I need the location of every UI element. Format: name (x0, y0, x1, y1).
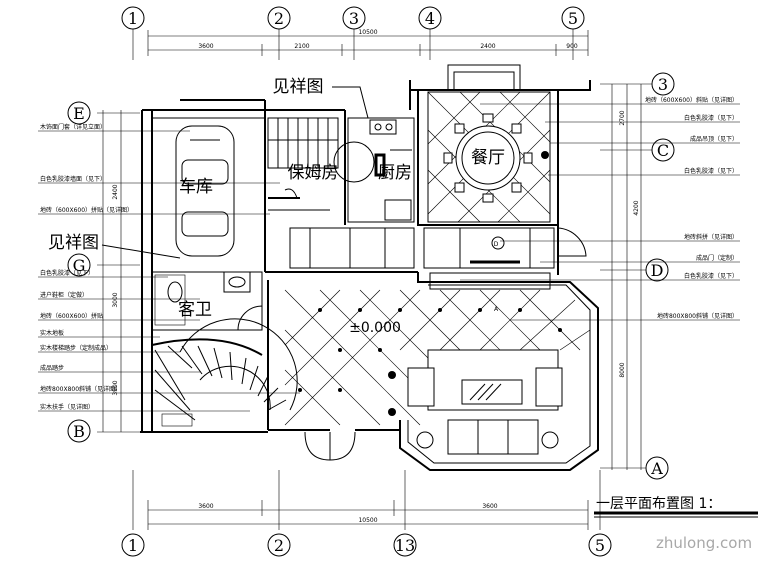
svg-text:D: D (651, 261, 664, 280)
grid-bubble-right-A: A (645, 456, 669, 480)
svg-text:1: 1 (128, 9, 138, 28)
level-mark: ±0.000 (349, 320, 401, 336)
svg-text:2700: 2700 (619, 110, 626, 125)
grid-bubble-top-3: 3 (342, 6, 366, 30)
note-left-4: 白色乳胶漆（见下） (40, 269, 94, 277)
cabinets-row (289, 227, 587, 290)
kitchen (333, 117, 415, 223)
entry-door (304, 431, 356, 461)
top-grid-lines (132, 29, 574, 60)
svg-text:A: A (650, 459, 663, 478)
note-left-2: 白色乳胶漆墙面（见下） (40, 175, 106, 183)
note-left-3: 地砖（600X600）拼贴（见详图） (40, 206, 133, 214)
exterior-walls (140, 64, 599, 471)
bottom-dimension-chain: 3600 3600 10500 (132, 470, 601, 530)
grid-bubble-left-G: G (67, 253, 91, 277)
callout-detail-left: 见祥图 (48, 233, 99, 253)
svg-text:E: E (73, 104, 85, 123)
svg-text:2: 2 (274, 9, 284, 28)
svg-text:4200: 4200 (633, 200, 640, 215)
drawing-title: 一层平面布置图 1： (596, 496, 721, 512)
svg-text:1: 1 (128, 536, 138, 555)
living-sofa-set (388, 349, 563, 455)
callout-detail-top: 见祥图 (273, 77, 324, 97)
note-left-10: 地砖800X800斜铺（见详图） (40, 385, 121, 393)
grid-bubble-right-3: 3 (651, 72, 675, 96)
svg-text:3: 3 (658, 75, 668, 94)
dim-top-2: 2100 (294, 43, 309, 50)
grid-bubble-top-1: 1 (121, 6, 145, 30)
grid-bubble-top-2: 2 (267, 6, 291, 30)
note-left-8: 实木楼梯踏步（定制成品） (40, 344, 112, 352)
svg-text:2400: 2400 (112, 184, 119, 199)
section-mark-A-upper: A (494, 306, 499, 313)
note-right-2: 白色乳胶漆（见下） (684, 114, 738, 122)
svg-text:8000: 8000 (619, 362, 626, 377)
room-label-garage: 车库 (179, 177, 213, 197)
note-left-11: 实木扶手（见详图） (40, 403, 94, 411)
grid-bubble-top-4: 4 (418, 6, 442, 30)
note-right-8: 地砖800X800斜铺（见详图） (657, 312, 738, 320)
svg-text:4: 4 (425, 9, 435, 28)
note-left-9: 成品踏步 (40, 364, 64, 372)
room-label-maid: 保姆房 (288, 163, 339, 183)
grid-bubble-bottom-5: 5 (588, 533, 612, 557)
room-label-guest-bath: 客卫 (178, 300, 212, 320)
right-annotations: 地砖（600X600）斜贴（见详图） 白色乳胶漆（见下） 成品吊顶（见下） 白色… (460, 96, 740, 321)
svg-text:3900: 3900 (112, 380, 119, 395)
svg-text:3: 3 (349, 9, 359, 28)
garage-car (175, 125, 235, 257)
hall-floor-pattern (284, 289, 591, 426)
room-label-kitchen: 厨房 (378, 163, 412, 183)
svg-text:C: C (657, 141, 669, 160)
note-left-5: 进户鞋柜（定做） (40, 291, 88, 299)
grid-bubble-right-D: D (645, 258, 669, 282)
note-right-4: 白色乳胶漆（见下） (684, 167, 738, 175)
grid-bubble-bottom-13: 13 (393, 533, 417, 557)
spiral-staircase (151, 318, 298, 427)
note-right-6: 成品门（定制） (696, 254, 738, 262)
dim-top-4: 900 (566, 43, 578, 50)
grid-bubble-left-E: E (67, 101, 91, 125)
svg-text:10500: 10500 (358, 517, 377, 524)
svg-text:G: G (73, 256, 86, 275)
svg-text:5: 5 (568, 9, 578, 28)
room-label-dining: 餐厅 (471, 148, 505, 168)
dim-top-3: 2400 (480, 43, 495, 50)
svg-text:13: 13 (395, 536, 415, 555)
grid-bubble-top-5: 5 (561, 6, 585, 30)
callout-leader-top (332, 86, 369, 119)
dim-top-1: 3600 (198, 43, 213, 50)
note-right-7: 白色乳胶漆（见下） (684, 272, 738, 280)
grid-bubble-bottom-1: 1 (121, 533, 145, 557)
right-dimension-chain: 2700 4200 8000 (600, 83, 652, 470)
note-left-6: 地砖（600X600）拼贴 (40, 312, 103, 320)
note-right-5: 地砖斜拼（见详图） (684, 233, 738, 241)
callout-leader-left (101, 244, 181, 259)
left-dimension-chain: 2400 3000 3900 (97, 110, 140, 433)
guest-bath (151, 271, 263, 331)
svg-text:3600: 3600 (198, 503, 213, 510)
note-left-1: 木饰面门套（详见立面） (40, 123, 106, 131)
note-right-1: 地砖（600X600）斜贴（见详图） (645, 96, 738, 104)
note-left-7: 实木地板 (40, 329, 64, 337)
dining-table (443, 113, 549, 203)
grid-bubble-right-C: C (651, 138, 675, 162)
maid-room (267, 117, 339, 211)
grid-bubble-bottom-2: 2 (267, 533, 291, 557)
dim-top-overall: 10500 (358, 29, 377, 36)
watermark: zhulong.com (656, 534, 752, 552)
svg-text:5: 5 (595, 536, 605, 555)
left-annotations: 木饰面门套（详见立面） 白色乳胶漆墙面（见下） 地砖（600X600）拼贴（见详… (38, 123, 300, 412)
grid-bubble-left-B: B (67, 419, 91, 443)
svg-text:3000: 3000 (112, 292, 119, 307)
top-dimension-chain: 3600 2100 2400 900 10500 (147, 29, 589, 56)
section-mark-D: D (494, 241, 499, 248)
note-right-3: 成品吊顶（见下） (690, 135, 738, 143)
svg-text:B: B (73, 422, 85, 441)
svg-text:3600: 3600 (482, 503, 497, 510)
svg-text:2: 2 (274, 536, 284, 555)
